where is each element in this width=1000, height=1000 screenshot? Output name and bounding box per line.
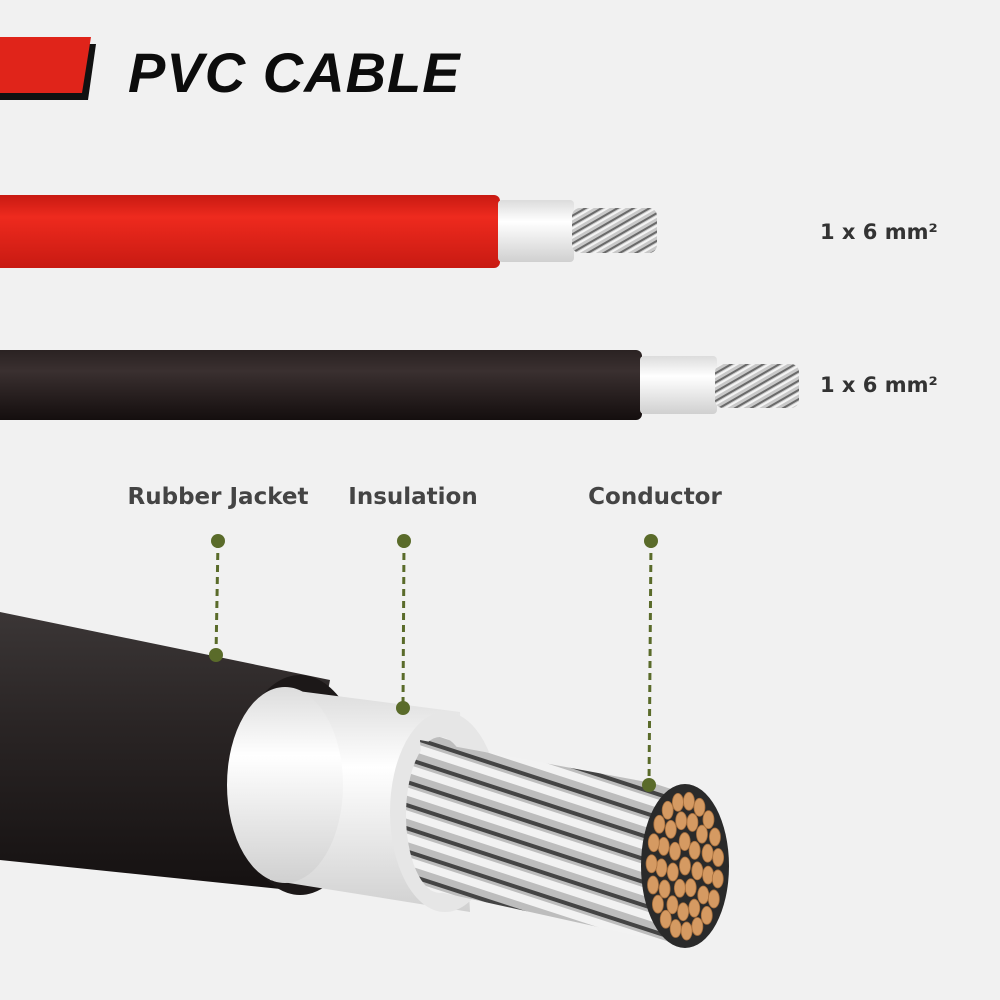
copper-strand [691, 861, 704, 881]
red-jacket [0, 195, 500, 268]
cable-cross-section [0, 612, 729, 948]
copper-strand [691, 917, 704, 936]
copper-strand [702, 810, 715, 830]
copper-strand [652, 894, 664, 914]
marker-dot [396, 701, 410, 715]
copper-strand [675, 811, 688, 831]
banner-red-block [0, 37, 91, 93]
label-rubber-jacket: Rubber Jacket [127, 484, 309, 510]
conductor-strands [420, 740, 690, 945]
copper-strand [655, 858, 668, 878]
insulation-leader-line [401, 540, 406, 709]
copper-strand [673, 878, 686, 898]
copper-strand [680, 921, 693, 941]
red-cable-conductor [572, 208, 657, 253]
copper-strand [664, 819, 677, 839]
conductor-leader-line [647, 540, 653, 786]
copper-strand [647, 833, 660, 853]
copper-strand [669, 919, 682, 938]
label-conductor: Conductor [588, 484, 722, 510]
page-title: PVC CABLE [128, 41, 461, 104]
copper-strand [657, 836, 670, 856]
copper-strand [645, 854, 658, 874]
copper-strand [661, 800, 674, 820]
marker-dot [209, 648, 223, 662]
copper-strand [712, 848, 725, 867]
copper-strand [666, 895, 679, 915]
copper-strand [647, 875, 659, 895]
red-cable [0, 195, 657, 268]
copper-strand [683, 791, 695, 811]
copper-strand [707, 889, 720, 909]
copper-strand [700, 906, 713, 925]
copper-strand [666, 862, 679, 882]
copper-strand [672, 792, 684, 812]
copper-strands [645, 791, 725, 941]
copper-strand [679, 856, 691, 876]
copper-strand [701, 843, 714, 863]
black-jacket [0, 350, 642, 420]
copper-strand [653, 814, 666, 834]
copper-strand [688, 898, 701, 918]
marker-dot [211, 534, 225, 548]
marker-dot [642, 778, 656, 792]
copper-strand [677, 902, 690, 922]
copper-strand [658, 879, 671, 899]
black-cable [0, 350, 799, 420]
marker-dot [644, 534, 658, 548]
red-cable-spec: 1 x 6 mm² [820, 220, 938, 244]
copper-strand [659, 909, 672, 929]
copper-strand [697, 885, 710, 905]
copper-strand [688, 840, 701, 860]
jacket-leader-line [214, 540, 220, 656]
copper-strand [711, 869, 724, 889]
black-cable-spec: 1 x 6 mm² [820, 373, 938, 397]
copper-strand [686, 813, 699, 832]
black-cable-insulation [640, 356, 717, 414]
copper-strand [669, 841, 681, 861]
black-cable-conductor [715, 364, 799, 408]
marker-dot [397, 534, 411, 548]
red-cable-insulation [498, 200, 574, 262]
copper-strand [696, 824, 708, 844]
copper-strand [693, 797, 706, 817]
copper-strand [709, 827, 721, 847]
copper-strand [684, 878, 697, 898]
label-insulation: Insulation [348, 484, 478, 510]
markers [214, 540, 653, 786]
copper-strand [678, 832, 691, 851]
copper-strand [702, 865, 714, 885]
